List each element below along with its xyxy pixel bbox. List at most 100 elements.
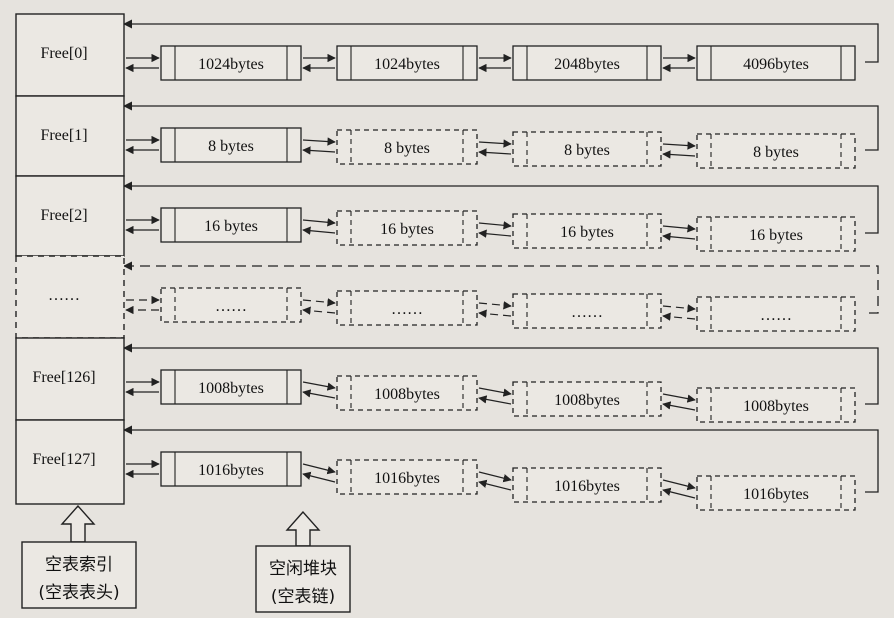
forward-link — [302, 137, 336, 146]
backward-link — [662, 232, 696, 241]
heap-chunk: 16 bytes — [336, 210, 478, 246]
chunk-size-label: 1016bytes — [554, 478, 620, 495]
heap-chunk: 1016bytes — [696, 475, 856, 511]
return-link — [123, 101, 879, 151]
return-link — [123, 19, 879, 63]
index-cell — [15, 175, 125, 257]
forward-link — [662, 393, 696, 403]
index-cell — [15, 95, 125, 177]
forward-link — [478, 471, 512, 483]
backward-link — [302, 471, 336, 483]
backward-link — [478, 479, 512, 491]
backward-link — [302, 389, 336, 399]
heap-chunk: 1016bytes — [512, 467, 662, 503]
backward-link — [478, 148, 512, 157]
backward-link — [662, 312, 696, 321]
heap-chunk: 1008bytes — [160, 369, 302, 405]
backward-link — [302, 146, 336, 155]
return-link — [123, 425, 879, 493]
return-link — [123, 261, 879, 314]
chunk-size-label: 1008bytes — [554, 392, 620, 409]
index-label: Free[126] — [32, 369, 95, 386]
backward-link — [662, 487, 696, 499]
backward-link — [302, 226, 336, 235]
chunk-size-label: 8 bytes — [384, 140, 430, 157]
heap-chunk: 16 bytes — [696, 216, 856, 252]
index-label: …… — [48, 287, 80, 304]
callout-line-1: 空表索引 — [45, 555, 113, 575]
chain-row: 16 bytes 16 bytes 16 bytes 16 bytes — [123, 181, 879, 252]
callout-line-1: 空闲堆块 — [269, 559, 337, 579]
index-callout-box: 空表索引 (空表表头) — [21, 541, 137, 609]
heap-chunk: 1008bytes — [336, 375, 478, 411]
chunk-size-label: 16 bytes — [749, 227, 803, 244]
heap-chunk: …… — [512, 293, 662, 329]
chain-row: …… …… …… …… — [123, 261, 879, 332]
heap-chunk: 1008bytes — [696, 387, 856, 423]
chunk-size-label: 1024bytes — [198, 56, 264, 73]
chunk-size-label: 16 bytes — [560, 224, 614, 241]
chain-row: 1008bytes 1008bytes 1008bytes 1008bytes — [123, 343, 879, 423]
chunk-size-label: 1016bytes — [743, 486, 809, 503]
forward-link — [662, 141, 696, 150]
chains-layer: 1024bytes 1024bytes 2048bytes 4096bytes 8 by… — [123, 19, 879, 511]
forward-link — [302, 381, 336, 391]
callout-line-2: (空表表头) — [38, 583, 119, 603]
heap-chunk: 8 bytes — [696, 133, 856, 169]
index-cell — [15, 419, 125, 505]
chunk-size-label: …… — [571, 304, 603, 321]
heap-chunk: …… — [696, 296, 856, 332]
index-label: Free[2] — [40, 207, 87, 224]
chunk-callout-box: 空闲堆块(空表链) — [255, 545, 351, 613]
chunk-size-label: …… — [215, 298, 247, 315]
chunk-size-label: 1016bytes — [374, 470, 440, 487]
backward-link — [662, 150, 696, 159]
forward-link — [302, 218, 336, 227]
chunk-size-label: …… — [760, 307, 792, 324]
heap-chunk: 8 bytes — [336, 129, 478, 165]
heap-chunk: 8 bytes — [160, 127, 302, 163]
heap-chunk: 16 bytes — [160, 207, 302, 243]
heap-chunk: 1008bytes — [512, 381, 662, 417]
forward-link — [478, 301, 512, 310]
forward-link — [662, 224, 696, 233]
heap-chunk: 1016bytes — [160, 451, 302, 487]
backward-link — [478, 395, 512, 405]
heap-chunk: …… — [336, 290, 478, 326]
chain-row: 1024bytes 1024bytes 2048bytes 4096bytes — [123, 19, 879, 81]
chunk-size-label: 2048bytes — [554, 56, 620, 73]
chunk-size-label: 16 bytes — [380, 221, 434, 238]
chunk-size-label: 8 bytes — [564, 142, 610, 159]
heap-chunk: 4096bytes — [696, 45, 856, 81]
forward-link — [478, 139, 512, 148]
heap-chunk: …… — [160, 287, 302, 323]
heap-chunk: 2048bytes — [512, 45, 662, 81]
forward-link — [302, 463, 336, 475]
return-link — [123, 181, 879, 234]
chunk-size-label: 16 bytes — [204, 218, 258, 235]
heap-chunk: 1024bytes — [336, 45, 478, 81]
forward-link — [478, 221, 512, 230]
backward-link — [478, 229, 512, 238]
forward-link — [662, 304, 696, 313]
index-cell — [15, 255, 125, 339]
heap-chunk: 16 bytes — [512, 213, 662, 249]
chunk-size-label: 1024bytes — [374, 56, 440, 73]
free-list-index-table: Free[0]Free[1]Free[2]……Free[126]Free[127… — [15, 13, 125, 505]
return-link — [123, 343, 879, 405]
index-label: Free[127] — [32, 451, 95, 468]
callouts: 空表索引 (空表表头) 空闲堆块(空表链) — [21, 504, 351, 613]
chunk-size-label: 4096bytes — [743, 56, 809, 73]
heap-chunk: 1024bytes — [160, 45, 302, 81]
chunk-size-label: 8 bytes — [208, 138, 254, 155]
chunk-size-label: 1016bytes — [198, 462, 264, 479]
heap-chunk: 1016bytes — [336, 459, 478, 495]
index-label: Free[1] — [40, 127, 87, 144]
chunk-size-label: 1008bytes — [198, 380, 264, 397]
backward-link — [662, 401, 696, 411]
chunk-pointer-arrow — [285, 510, 321, 547]
chain-row: 8 bytes 8 bytes 8 bytes 8 bytes — [123, 101, 879, 169]
chunk-size-label: 1008bytes — [374, 386, 440, 403]
backward-link — [302, 306, 336, 315]
